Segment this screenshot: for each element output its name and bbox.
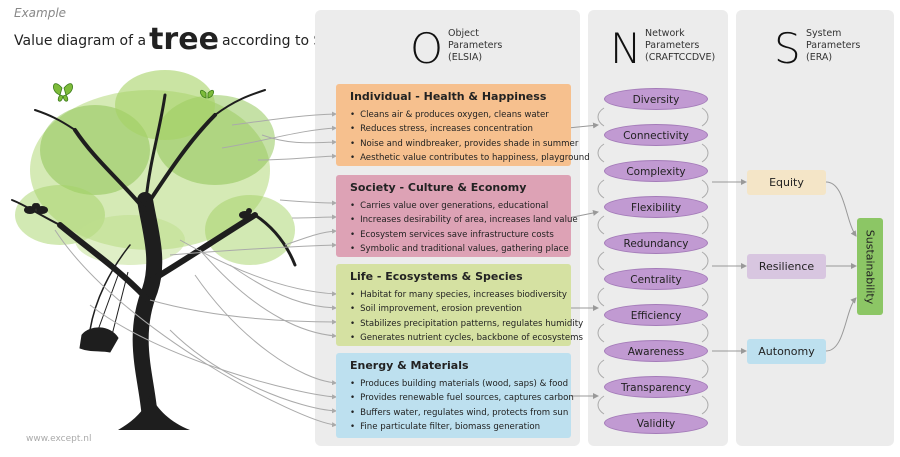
network-header-line1: Network (645, 28, 685, 39)
example-label: Example (14, 6, 67, 20)
object-title: Individual - Health & Happiness (350, 90, 547, 103)
butterfly-icon (53, 83, 73, 102)
network-redundancy: Redundancy (604, 232, 708, 254)
network-validity: Validity (604, 412, 708, 434)
object-box-life: Life - Ecosystems & Species Habitat for … (336, 264, 583, 346)
system-letter: S (774, 24, 801, 73)
tree-to-object-links (54, 111, 337, 428)
list-item: Symbolic and traditional values, gatheri… (350, 242, 569, 256)
object-list: Habitat for many species, increases biod… (350, 288, 583, 346)
object-list: Produces building materials (wood, saps)… (350, 377, 574, 435)
system-header: System Parameters (ERA) (806, 28, 860, 64)
object-header-line3: (ELSIA) (448, 52, 483, 63)
list-item: Ecosystem services save infrastructure c… (350, 228, 563, 242)
network-centrality: Centrality (604, 268, 708, 290)
object-title: Society - Culture & Economy (350, 181, 527, 194)
title-suffix: according to SiD (221, 33, 338, 49)
tree-roots (118, 395, 190, 430)
list-item: Carries value over generations, educatio… (350, 199, 563, 213)
footer-url: www.except.nl (26, 434, 92, 444)
birds (24, 203, 252, 219)
list-item: Increases desirability of area, increase… (350, 213, 578, 227)
list-item: Provides renewable fuel sources, capture… (350, 391, 574, 405)
list-item: Cleans air & produces oxygen, cleans wat… (350, 108, 563, 122)
system-header-line3: (ERA) (806, 52, 833, 63)
title-word: tree (149, 22, 219, 57)
list-item: Generates nutrient cycles, backbone of e… (350, 331, 583, 345)
network-letter: N (610, 24, 642, 73)
list-item: Soil improvement, erosion prevention (350, 302, 563, 316)
network-chain (597, 107, 709, 415)
network-diversity: Diversity (604, 88, 708, 110)
butterfly-icon (199, 89, 215, 99)
network-header-line3: (CRAFTCCDVE) (645, 52, 716, 63)
list-item: Fine particulate filter, biomass generat… (350, 420, 563, 434)
network-complexity: Complexity (604, 160, 708, 182)
sustainability-box: Sustainability (857, 218, 883, 315)
object-title: Energy & Materials (350, 359, 469, 372)
list-item: Reduces stress, increases concentration (350, 122, 563, 136)
object-list: Cleans air & produces oxygen, cleans wat… (350, 108, 590, 166)
list-item: Stabilizes precipitation patterns, regul… (350, 317, 583, 331)
system-resilience: Resilience (747, 254, 826, 279)
network-connectivity: Connectivity (604, 124, 708, 146)
network-header-line2: Parameters (645, 40, 700, 51)
object-box-energy: Energy & Materials Produces building mat… (336, 353, 574, 438)
system-equity: Equity (747, 170, 826, 195)
object-letter: O (410, 24, 444, 73)
network-column (588, 10, 728, 446)
network-transparency: Transparency (604, 376, 708, 398)
title-prefix: Value diagram of a (14, 33, 147, 49)
object-box-society: Society - Culture & Economy Carries valu… (336, 175, 578, 257)
list-item: Aesthetic value contributes to happiness… (350, 151, 590, 165)
system-to-sustainability-links (825, 181, 857, 352)
object-header-line1: Object (448, 28, 479, 39)
list-item: Buffers water, regulates wind, protects … (350, 406, 568, 420)
swing (79, 269, 129, 353)
system-autonomy: Autonomy (747, 339, 826, 364)
object-header-line2: Parameters (448, 40, 503, 51)
object-list: Carries value over generations, educatio… (350, 199, 578, 257)
object-header: Object Parameters (ELSIA) (448, 28, 502, 64)
network-header: Network Parameters (CRAFTCCDVE) (645, 28, 715, 64)
network-to-system-links (712, 179, 747, 354)
list-item: Produces building materials (wood, saps)… (350, 377, 568, 391)
object-box-individual: Individual - Health & Happiness Cleans a… (336, 84, 590, 166)
network-efficiency: Efficiency (604, 304, 708, 326)
object-title: Life - Ecosystems & Species (350, 270, 523, 283)
network-awareness: Awareness (604, 340, 708, 362)
tree-trunk (11, 89, 297, 428)
system-header-line2: Parameters (806, 40, 861, 51)
list-item: Noise and windbreaker, provides shade in… (350, 137, 578, 151)
network-flexibility: Flexibility (604, 196, 708, 218)
sustainability-label: Sustainability (863, 229, 877, 304)
system-header-line1: System (806, 28, 842, 39)
list-item: Habitat for many species, increases biod… (350, 288, 567, 302)
object-to-network-links (567, 122, 599, 399)
